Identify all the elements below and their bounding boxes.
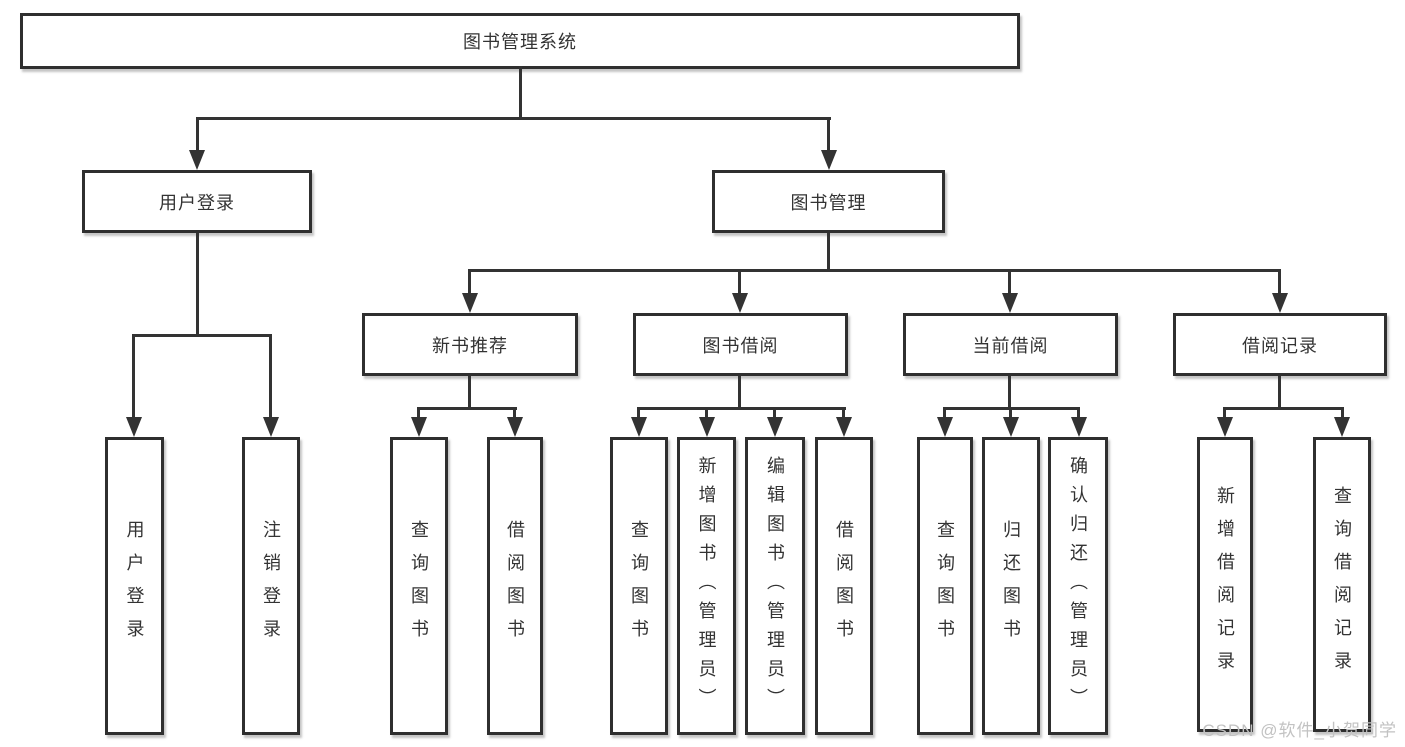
connector-line (132, 334, 272, 337)
connector-line (738, 269, 741, 297)
leaf-label: 归还图书 (1001, 520, 1021, 652)
arrow-down-icon (836, 417, 852, 437)
node-user-login: 用户登录 (82, 170, 312, 233)
arrow-down-icon (821, 150, 837, 170)
node-book-borrowing: 图书借阅 (633, 313, 848, 376)
connector-line (132, 334, 135, 418)
leaf-user-login: 用户登录 (105, 437, 164, 735)
connector-line (269, 334, 272, 418)
connector-line (1223, 407, 1226, 420)
node-borrowing-records: 借阅记录 (1173, 313, 1387, 376)
node-label: 新书推荐 (432, 335, 508, 356)
connector-line (827, 117, 830, 153)
arrow-down-icon (1217, 417, 1233, 437)
arrow-down-icon (462, 293, 478, 313)
connector-line (468, 269, 1281, 272)
leaf-add-books-admin: 新增图书（管理员） (677, 437, 736, 735)
connector-line (468, 376, 471, 410)
arrow-down-icon (1071, 417, 1087, 437)
leaf-confirm-return-admin: 确认归还（管理员） (1048, 437, 1108, 735)
arrow-down-icon (1334, 417, 1350, 437)
connector-line (827, 233, 830, 272)
connector-line (1009, 407, 1012, 420)
leaf-label: 查询图书 (629, 520, 649, 652)
leaf-label: 用户登录 (124, 520, 145, 652)
connector-line (637, 407, 846, 410)
arrow-down-icon (263, 417, 279, 437)
leaf-label: 确认归还（管理员） (1068, 455, 1088, 717)
connector-line (738, 376, 741, 410)
connector-line (417, 407, 517, 410)
node-label: 借阅记录 (1242, 335, 1318, 356)
leaf-query-books-recommend: 查询图书 (390, 437, 448, 735)
leaf-return-books: 归还图书 (982, 437, 1040, 735)
leaf-borrow-books-recommend: 借阅图书 (487, 437, 543, 735)
node-label: 当前借阅 (972, 335, 1049, 356)
node-label: 图书管理系统 (463, 32, 577, 52)
arrow-down-icon (767, 417, 783, 437)
node-library-management-system: 图书管理系统 (20, 13, 1020, 69)
leaf-label: 查询借阅记录 (1332, 485, 1352, 684)
connector-line (196, 233, 199, 337)
leaf-label: 新增图书（管理员） (696, 455, 717, 717)
leaf-query-books-current: 查询图书 (917, 437, 973, 735)
leaf-label: 新增借阅记录 (1215, 485, 1235, 684)
leaf-label: 查询图书 (935, 520, 955, 652)
arrow-down-icon (126, 417, 142, 437)
connector-line (468, 269, 471, 297)
node-label: 用户登录 (159, 192, 235, 213)
connector-line (1278, 269, 1281, 297)
leaf-query-books-borrowing: 查询图书 (610, 437, 668, 735)
leaf-borrow-books: 借阅图书 (815, 437, 873, 735)
arrow-down-icon (1272, 293, 1288, 313)
connector-line (637, 407, 640, 420)
connector-line (1008, 376, 1011, 410)
arrow-down-icon (732, 293, 748, 313)
connector-line (705, 407, 708, 420)
leaf-edit-books-admin: 编辑图书（管理员） (745, 437, 805, 735)
node-book-management: 图书管理 (712, 170, 945, 233)
leaf-label: 编辑图书（管理员） (765, 455, 785, 717)
arrow-down-icon (507, 417, 523, 437)
arrow-down-icon (631, 417, 647, 437)
connector-line (196, 117, 831, 120)
connector-line (196, 117, 199, 153)
arrow-down-icon (699, 417, 715, 437)
connector-line (842, 407, 845, 420)
connector-line (519, 66, 522, 119)
connector-line (1341, 407, 1344, 420)
connector-line (1278, 376, 1281, 410)
node-new-book-recommendation: 新书推荐 (362, 313, 578, 376)
connector-line (513, 407, 516, 420)
arrow-down-icon (1002, 293, 1018, 313)
arrow-down-icon (189, 150, 205, 170)
connector-line (1077, 407, 1080, 420)
leaf-label: 注销登录 (261, 520, 281, 652)
arrow-down-icon (937, 417, 953, 437)
leaf-label: 借阅图书 (505, 520, 525, 652)
connector-line (773, 407, 776, 420)
leaf-query-borrow-record: 查询借阅记录 (1313, 437, 1371, 732)
node-label: 图书借阅 (702, 335, 779, 356)
arrow-down-icon (1003, 417, 1019, 437)
csdn-watermark: CSDN @软件_小贺同学 (1202, 721, 1397, 740)
leaf-label: 借阅图书 (834, 520, 854, 652)
node-label: 图书管理 (790, 192, 867, 213)
leaf-add-borrow-record: 新增借阅记录 (1197, 437, 1253, 732)
connector-line (1008, 269, 1011, 297)
connector-line (417, 407, 420, 420)
arrow-down-icon (411, 417, 427, 437)
leaf-logout: 注销登录 (242, 437, 300, 735)
connector-line (1223, 407, 1344, 410)
leaf-label: 查询图书 (409, 520, 429, 652)
node-current-borrowing: 当前借阅 (903, 313, 1118, 376)
connector-line (943, 407, 946, 420)
